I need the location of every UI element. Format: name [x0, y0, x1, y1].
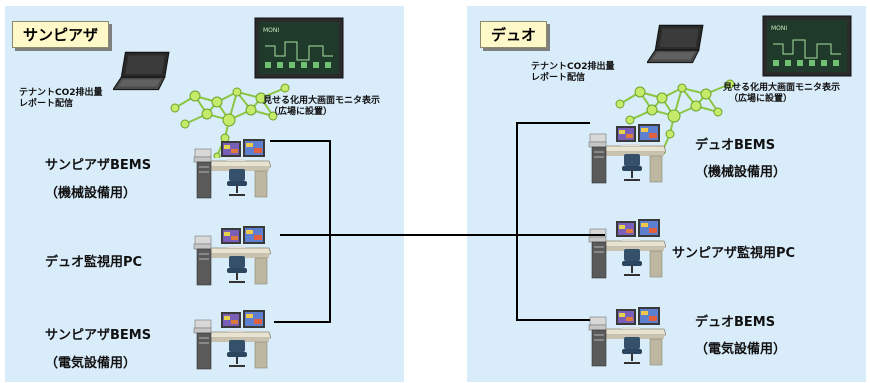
- station-name: デュオ監視用PC: [45, 255, 143, 270]
- workstation-icon: [586, 299, 666, 369]
- workstation-icon: [191, 131, 271, 201]
- station-name: サンピアザBEMS: [45, 328, 152, 343]
- bus-line-right-top: [516, 122, 590, 124]
- workstation-icon: [586, 211, 666, 281]
- large-monitor-icon: [761, 14, 853, 78]
- bus-line-center: [280, 234, 605, 236]
- workstation-icon: [191, 302, 271, 372]
- tenant-report-label: テナントCO2排出量 レポート配信: [531, 62, 615, 83]
- workstation-icon: [191, 218, 271, 288]
- station-sub: （機械設備用）: [695, 165, 787, 180]
- station-sub: （電気設備用）: [45, 356, 137, 371]
- panel-title: デュオ: [480, 21, 548, 48]
- monitor-display-label: 見せる化用大画面モニタ表示 （広場に設置）: [723, 83, 841, 104]
- large-monitor-icon: [253, 16, 345, 80]
- bus-line-left-top: [270, 140, 331, 142]
- bus-line-left-vertical: [329, 140, 331, 323]
- bus-line-left-bottom: [274, 321, 331, 323]
- station-name: サンピアザ監視用PC: [672, 246, 796, 261]
- laptop-icon: [647, 23, 705, 67]
- panel-duo: デュオ テナントCO2排出量 レポート配信 見せる化用大画面モニタ表示 （広場に…: [467, 6, 866, 382]
- station-name: サンピアザBEMS: [45, 158, 152, 173]
- bus-line-right-bottom: [516, 319, 590, 321]
- laptop-icon: [113, 50, 171, 94]
- station-sub: （電気設備用）: [695, 342, 787, 357]
- station-name: デュオBEMS: [695, 138, 776, 153]
- station-name: デュオBEMS: [695, 315, 776, 330]
- tenant-report-label: テナントCO2排出量 レポート配信: [19, 88, 103, 109]
- bus-line-right-vertical: [516, 122, 518, 321]
- workstation-icon: [586, 116, 666, 186]
- monitor-display-label: 見せる化用大画面モニタ表示 （広場に設置）: [263, 96, 381, 117]
- panel-title: サンピアザ: [12, 21, 110, 48]
- station-sub: （機械設備用）: [45, 186, 137, 201]
- panel-sunpiazza: サンピアザ テナントCO2排出量 レポート配信 見せる化用大画面モニタ表示 （広…: [5, 6, 404, 382]
